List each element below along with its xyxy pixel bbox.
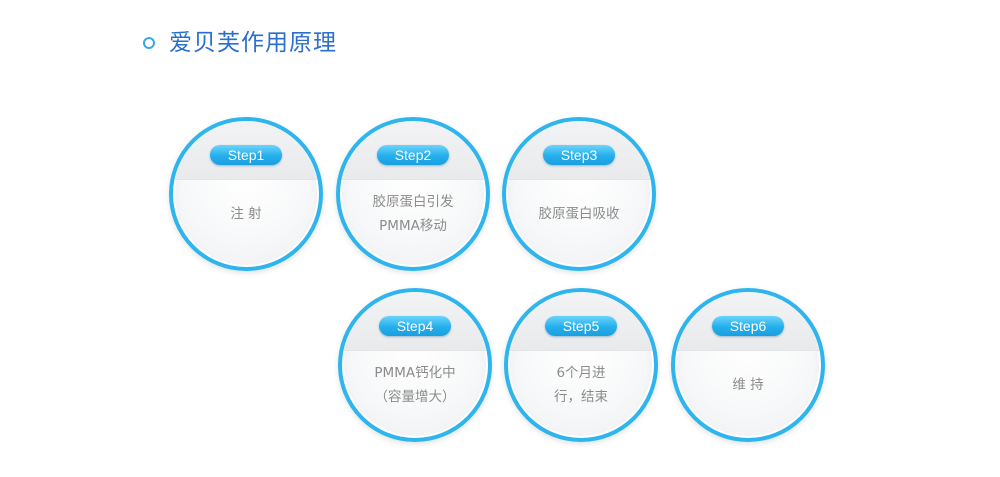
section-heading: 爱贝芙作用原理 — [143, 26, 337, 60]
step-description-line: 注 射 — [230, 206, 262, 222]
step-description: 注 射 — [181, 183, 311, 245]
step-description: 6个月进 行，结束 — [516, 354, 646, 416]
step-circle-5: Step5 6个月进 行，结束 — [504, 288, 658, 442]
step-badge: Step6 — [712, 316, 784, 336]
step-description-line: 维 持 — [732, 377, 764, 393]
step-description-line: PMMA钙化中 — [374, 365, 456, 381]
page-title: 爱贝芙作用原理 — [169, 30, 337, 56]
step-description-line: 行，结束 — [554, 389, 608, 405]
step-badge: Step2 — [377, 145, 449, 165]
step-badge: Step4 — [379, 316, 451, 336]
step-description-line: 胶原蛋白引发 — [372, 194, 454, 210]
step-circle-3: Step3 胶原蛋白吸收 — [502, 117, 656, 271]
step-circle-6: Step6 维 持 — [671, 288, 825, 442]
step-description: 胶原蛋白吸收 — [514, 183, 644, 245]
step-circle-2: Step2 胶原蛋白引发 PMMA移动 — [336, 117, 490, 271]
step-description-line: PMMA移动 — [379, 218, 447, 234]
step-description-line: 6个月进 — [556, 365, 606, 381]
step-description-line: （容量增大） — [374, 389, 456, 405]
step-circle-4: Step4 PMMA钙化中 （容量增大） — [338, 288, 492, 442]
step-circle-1: Step1 注 射 — [169, 117, 323, 271]
step-description: 维 持 — [683, 354, 813, 416]
step-description: PMMA钙化中 （容量增大） — [350, 354, 480, 416]
step-badge: Step1 — [210, 145, 282, 165]
step-badge: Step3 — [543, 145, 615, 165]
step-description: 胶原蛋白引发 PMMA移动 — [348, 183, 478, 245]
step-badge: Step5 — [545, 316, 617, 336]
ring-bullet-icon — [143, 37, 155, 49]
step-description-line: 胶原蛋白吸收 — [538, 206, 620, 222]
